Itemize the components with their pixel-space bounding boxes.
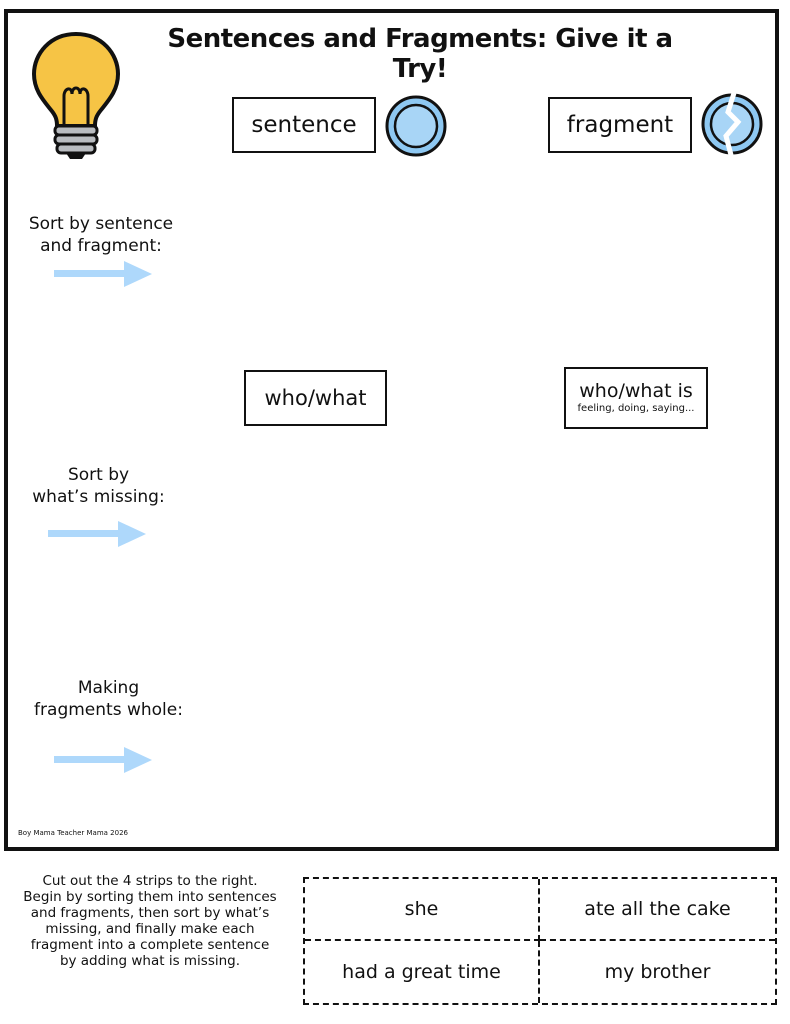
page-title: Sentences and Fragments: Give it a Try!: [167, 24, 673, 84]
arrow-right-icon: [54, 261, 152, 287]
fragment-header: fragment: [548, 97, 692, 153]
fragment-header-label: fragment: [566, 112, 674, 138]
strip-item[interactable]: ate all the cake: [540, 879, 775, 941]
making-whole-label: Making fragments whole:: [34, 678, 183, 720]
instructions-text: Cut out the 4 strips to the right. Begin…: [23, 873, 277, 969]
who-what-is-header: who/what is feeling, doing, saying...: [564, 367, 708, 429]
sentence-header: sentence: [232, 97, 376, 153]
activity-frame: [4, 9, 779, 851]
who-what-is-subtext: feeling, doing, saying...: [577, 403, 695, 414]
strip-item[interactable]: she: [305, 879, 540, 941]
sentence-header-label: sentence: [251, 112, 357, 138]
broken-plate-icon: [701, 92, 763, 156]
who-what-header-label: who/what: [264, 386, 367, 410]
sort-sentence-fragment-label: Sort by sentence and fragment:: [28, 214, 174, 256]
strip-item[interactable]: my brother: [604, 961, 711, 983]
arrow-right-icon: [54, 747, 152, 773]
who-what-is-header-label: who/what is: [579, 380, 693, 402]
sort-missing-label: Sort by what’s missing:: [32, 465, 165, 507]
who-what-header: who/what: [244, 370, 387, 426]
lightbulb-icon: [31, 31, 121, 159]
plate-icon: [385, 95, 447, 157]
credit-text: Boy Mama Teacher Mama 2026: [18, 829, 128, 837]
arrow-right-icon: [48, 521, 146, 547]
strip-item[interactable]: had a great time: [305, 941, 540, 1003]
cutout-strips: she ate all the cake had a great time my…: [303, 877, 777, 1005]
